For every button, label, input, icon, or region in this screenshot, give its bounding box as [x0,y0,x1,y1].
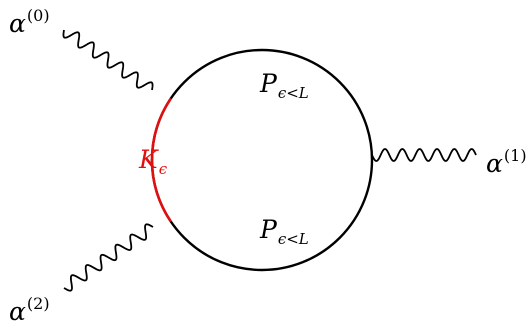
label-alpha1: α(1) [486,146,527,178]
kernel-arc [150,97,172,223]
label-propagator-bottom: Pϵ<L [260,215,309,248]
label-propagator-top: Pϵ<L [260,69,309,102]
wavy-line-alpha1 [371,148,477,162]
label-kernel: Kϵ [139,145,168,178]
wavy-line-alpha2 [63,223,154,292]
wavy-line-alpha0 [62,29,154,91]
label-alpha2: α(2) [9,294,50,326]
label-alpha0: α(0) [9,6,50,38]
